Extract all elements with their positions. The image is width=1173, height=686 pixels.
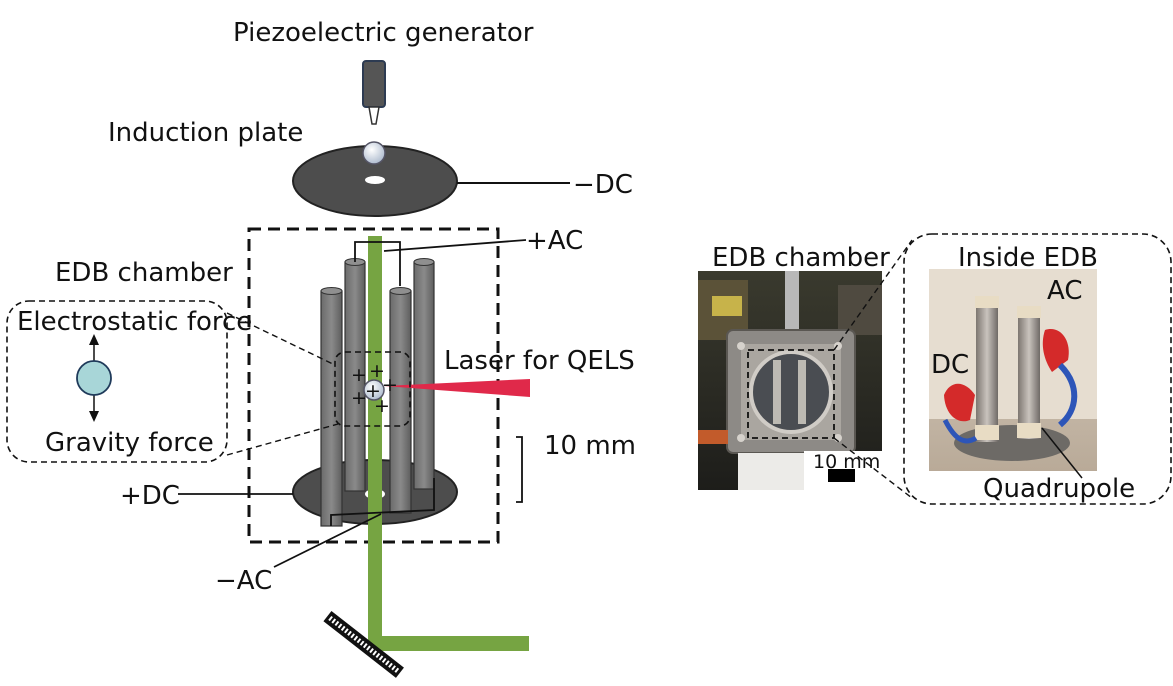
trapped-droplet [363, 379, 385, 401]
minus-dc-label: −DC [573, 170, 633, 200]
mirror [323, 610, 404, 678]
force-inset-box [6, 300, 228, 463]
inside-edb-photo [929, 269, 1097, 471]
piezo-nozzle [368, 106, 380, 125]
photo-zoom-box [747, 349, 835, 439]
photo-zoom-line-top [833, 239, 913, 351]
plus-dc-label: +DC [120, 481, 180, 511]
photo-scale-label: 10 mm [813, 451, 880, 473]
laser-green-horizontal [368, 636, 529, 651]
gravity-force-label: Gravity force [45, 428, 214, 458]
quadrupole-pointer [1041, 427, 1083, 479]
plus-ac-wire-link [354, 241, 401, 286]
rod-back-right [413, 261, 435, 490]
quadrupole-label: Quadrupole [983, 474, 1135, 504]
edb-chamber-label: EDB chamber [55, 258, 233, 288]
rod-front-left [320, 290, 343, 527]
piezo-label: Piezoelectric generator [233, 18, 534, 48]
plus-ac-wire [383, 239, 527, 252]
inset-droplet [76, 360, 112, 396]
inside-dc-label: DC [931, 350, 969, 380]
piezo-generator [362, 60, 386, 108]
induction-plate-label: Induction plate [108, 118, 303, 148]
laser-red [384, 379, 530, 397]
inside-edb-label: Inside EDB [958, 243, 1098, 273]
force-arrow-down [89, 411, 99, 422]
charge-sign: + [382, 374, 398, 396]
plus-ac-label: +AC [526, 226, 583, 256]
charge-sign: + [369, 360, 385, 382]
charge-sign: + [351, 387, 367, 409]
force-arrow-up [89, 334, 99, 345]
edb-chamber-photo [698, 271, 882, 490]
minus-ac-label: −AC [215, 566, 272, 596]
laser-label: Laser for QELS [444, 346, 635, 376]
charge-sign: + [374, 395, 390, 417]
charge-sign: + [351, 364, 367, 386]
photo-zoom-line-bottom [833, 437, 913, 499]
charge-sign: + [365, 380, 381, 402]
induction-plate-hole [365, 176, 385, 184]
electrostatic-force-label: Electrostatic force [17, 307, 252, 337]
droplet-top [362, 141, 386, 165]
rod-front-right [389, 290, 412, 514]
photo-edb-chamber-label: EDB chamber [712, 243, 890, 273]
minus-ac-wire [273, 513, 382, 568]
inside-ac-label: AC [1047, 276, 1082, 306]
scale-10mm-label: 10 mm [544, 431, 636, 461]
minus-ac-wire-link [330, 478, 435, 526]
scale-bracket [516, 436, 523, 503]
laser-green-vertical [368, 236, 382, 651]
